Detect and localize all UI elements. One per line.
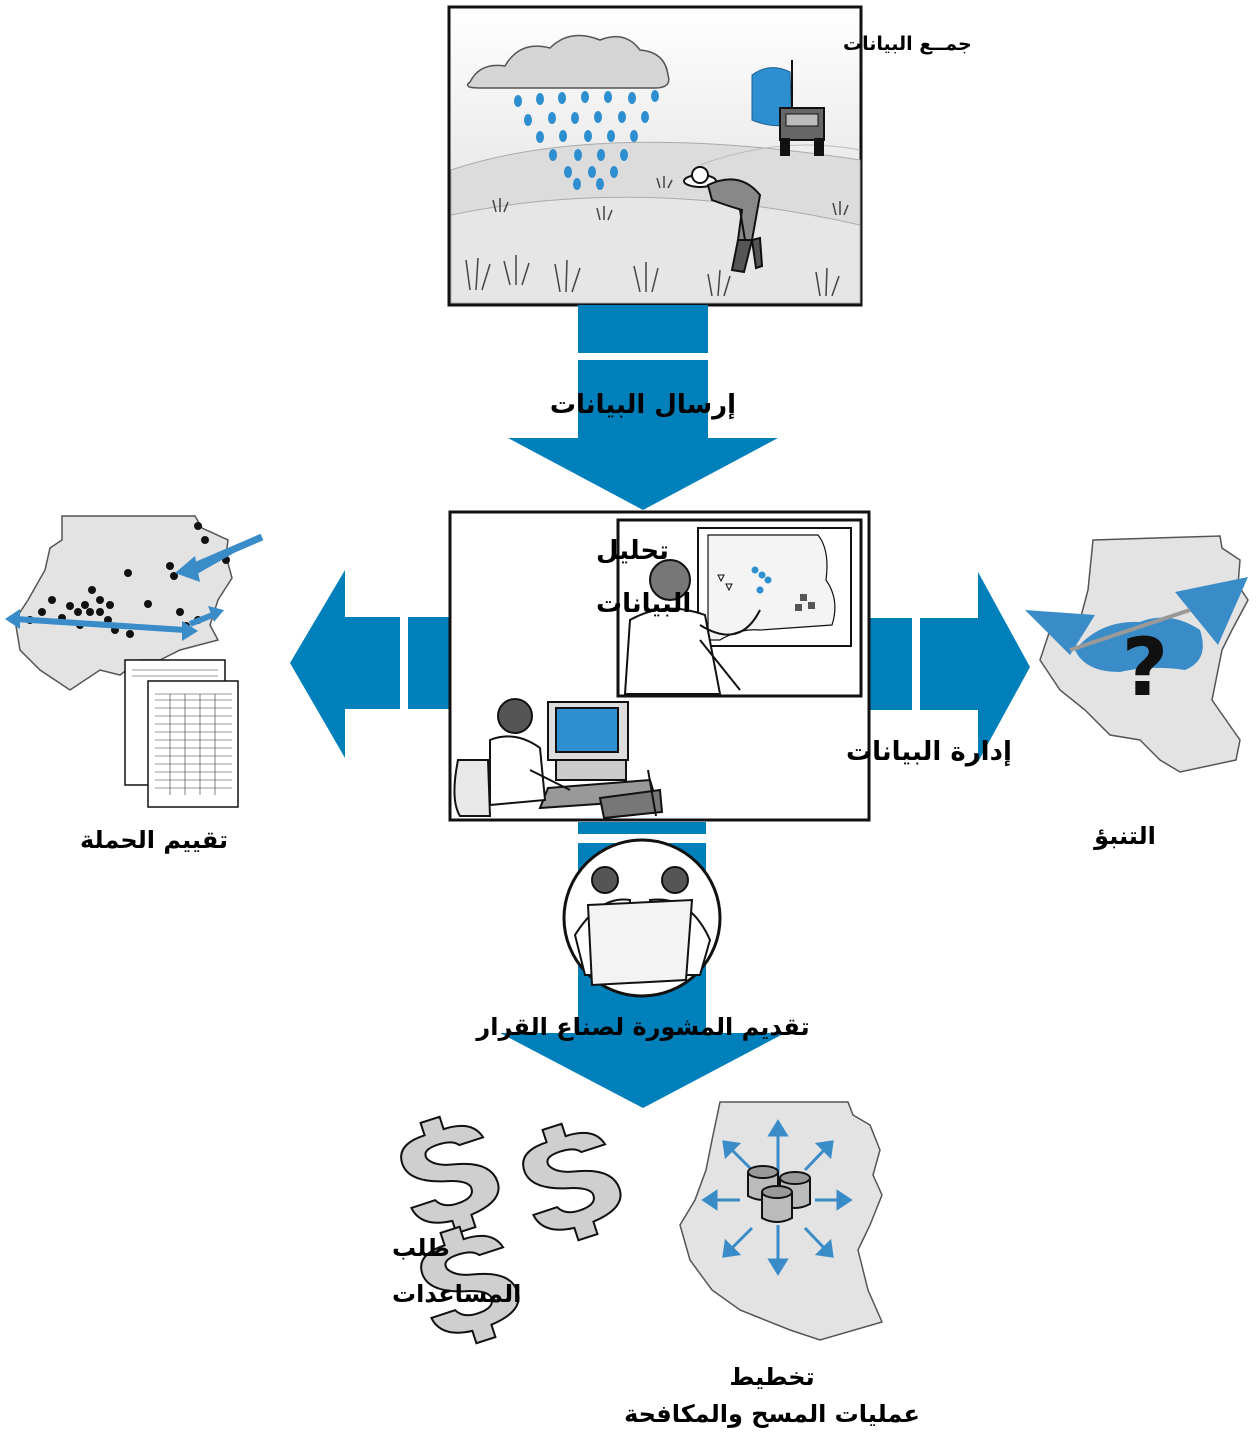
analysis-panel: تحليل البيانات إدارة البيانات [448, 510, 1012, 822]
question-mark-icon: ? [1122, 621, 1168, 714]
field-scout-icon [683, 166, 764, 274]
manage-data-label: إدارة البيانات [846, 737, 1012, 767]
decision-makers-icon [562, 838, 722, 998]
campaign-arrow [290, 570, 450, 758]
aid-label-line1: طلب [392, 1234, 450, 1262]
collect-data-label: جمــع البيانات [843, 33, 972, 55]
survey-vehicle-icon [751, 60, 825, 156]
send-data-label: إرسال البيانات [550, 390, 736, 420]
forecast-label: التنبؤ [1093, 822, 1156, 850]
planning-label-line1: تخطيط [729, 1363, 814, 1391]
computer-workstation-icon [538, 701, 664, 820]
planning-label-line2: عمليات المسح والمكافحة [624, 1400, 920, 1428]
map-markers-icon [717, 566, 815, 611]
analyze-label-line2: البيانات [596, 589, 691, 619]
wall-map-icon [707, 534, 836, 641]
send-data-arrow [508, 305, 778, 510]
forecast-arrow-right-icon [1175, 577, 1248, 645]
analyze-label-line1: تحليل [596, 536, 669, 566]
dispatch-arrows-icon [701, 1119, 853, 1276]
aid-label-line2: المساعدات [392, 1280, 521, 1308]
database-icon [747, 1165, 811, 1223]
planning-map: تخطيط عمليات المسح والمكافحة [624, 1101, 920, 1428]
movement-arrows-icon [5, 533, 264, 641]
rain-cloud-icon [466, 34, 670, 89]
grass-tufts-icon [465, 176, 849, 297]
advice-label: تقديم المشورة لصناع القرار [475, 1013, 809, 1041]
campaign-evaluation-map: تقييم الحملة [5, 515, 264, 854]
forecast-map: ? التنبؤ [1025, 535, 1249, 850]
forecast-arrow [870, 572, 1030, 762]
campaign-evaluation-label: تقييم الحملة [80, 826, 228, 854]
swarm-zone-icon [1075, 617, 1203, 672]
data-collection-panel: جمــع البيانات [447, 5, 972, 307]
dollar-signs-icon [400, 1115, 622, 1345]
raindrops-icon [514, 90, 659, 190]
forecast-arrow-left-icon [1025, 610, 1095, 655]
analyst-person-icon [623, 559, 761, 695]
data-operator-icon [453, 698, 571, 817]
report-sheets-icon [124, 659, 239, 808]
